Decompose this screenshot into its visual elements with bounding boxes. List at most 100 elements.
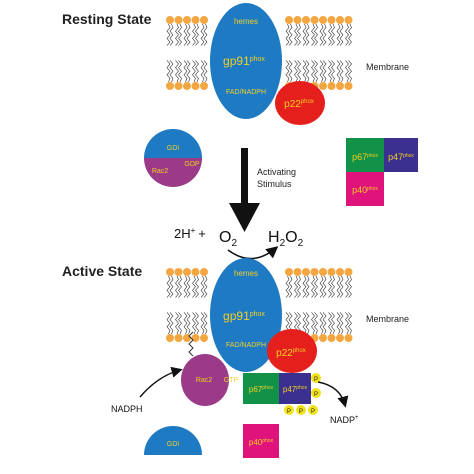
lipid-head	[174, 82, 183, 90]
active-p22-body	[267, 329, 317, 373]
lipid-tail	[166, 275, 171, 298]
active-membrane-label: Membrane	[366, 314, 409, 324]
lipid-head	[336, 82, 344, 90]
lipid-tail	[339, 23, 344, 46]
resting-gp91phox: hemes gp91phox FAD/NADPH	[210, 3, 282, 119]
lipid-tail	[175, 23, 179, 46]
reaction-hydrogen-peroxide: H2O2	[268, 229, 304, 249]
lipid-head	[344, 268, 353, 276]
lipid-tail	[203, 60, 208, 83]
phosphate-3	[284, 405, 294, 415]
lipid-tail	[183, 60, 188, 83]
lipid-tail	[331, 275, 335, 298]
lipid-tail	[348, 23, 352, 46]
lipid-tail	[200, 275, 205, 298]
lipid-tail	[345, 23, 349, 46]
lipid-head	[293, 268, 302, 276]
lipid-tail	[348, 312, 352, 335]
active-p47phox	[279, 373, 311, 404]
lipid-tail	[322, 60, 327, 83]
lipid-tail	[178, 60, 182, 83]
resting-p67-label: p67phox	[352, 152, 378, 162]
resting-p22phox: p22phox	[275, 81, 325, 125]
lipid-head	[302, 268, 310, 276]
resting-gp91-hemes-label: hemes	[234, 17, 258, 26]
lipid-head	[319, 268, 327, 276]
active-p22phox: p22phox	[267, 329, 317, 373]
lipid-tail	[285, 275, 290, 298]
lipid-tail	[319, 23, 324, 46]
active-p40-label: p40phox	[249, 438, 274, 447]
lipid-tail	[322, 275, 327, 298]
active-gp91-label: gp91phox	[223, 309, 265, 323]
lipid-tail	[345, 275, 349, 298]
lipid-tail	[328, 275, 332, 298]
resting-gp91-body	[210, 3, 282, 119]
active-rac2: Rac2 GTP	[181, 331, 239, 406]
lipid-head	[174, 268, 183, 276]
svg-text:P: P	[299, 409, 303, 415]
superoxide-reaction: 2H++ O2 H2O2	[174, 226, 304, 260]
active-gp91-body	[210, 258, 282, 372]
lipid-head	[327, 82, 336, 90]
active-gdi-released: GDI	[144, 426, 202, 455]
lipid-tail	[328, 312, 332, 335]
resting-p22-body	[275, 81, 325, 125]
lipid-tail	[305, 275, 310, 298]
lipid-head	[285, 16, 293, 24]
active-gdi-body	[144, 426, 202, 455]
active-p40-body	[243, 424, 279, 458]
lipid-tail	[311, 312, 315, 335]
lipid-tail	[294, 60, 298, 83]
lipid-tail	[195, 312, 199, 335]
activating-stimulus-line2: Stimulus	[257, 179, 292, 189]
lipid-tail	[331, 312, 335, 335]
lipid-head	[327, 268, 336, 276]
lipid-tail	[183, 312, 188, 335]
lipid-tail	[297, 23, 301, 46]
lipid-tail	[166, 23, 171, 46]
lipid-tail	[285, 23, 290, 46]
lipid-tail	[319, 60, 324, 83]
lipid-tail	[186, 312, 191, 335]
active-state-heading: Active State	[62, 263, 142, 279]
lipid-tail	[314, 60, 318, 83]
lipid-tail	[166, 60, 171, 83]
lipid-head	[166, 82, 174, 90]
lipid-head	[183, 268, 191, 276]
active-gp91-hemes-label: hemes	[234, 269, 258, 278]
lipid-head	[336, 268, 344, 276]
lipid-tail	[345, 60, 349, 83]
lipid-head	[200, 16, 208, 24]
lipid-tail	[305, 60, 310, 83]
lipid-tail	[192, 60, 196, 83]
lipid-head	[285, 268, 293, 276]
lipid-tail	[314, 275, 318, 298]
resting-cytosolic-factors: p67phox p47phox p40phox	[346, 138, 418, 206]
lipid-tail	[336, 312, 341, 335]
svg-text:P: P	[314, 377, 318, 383]
lipid-tail	[169, 312, 174, 335]
lipid-tail	[186, 275, 191, 298]
active-gp91-fad-label: FAD/NADPH	[226, 342, 266, 349]
reaction-oxygen: O2	[219, 229, 237, 249]
lipid-head	[336, 334, 344, 342]
lipid-head	[174, 16, 183, 24]
lipid-tail	[288, 23, 293, 46]
lipid-tail	[319, 275, 324, 298]
lipid-tail	[322, 23, 327, 46]
svg-text:P: P	[314, 392, 318, 398]
lipid-tail	[302, 275, 307, 298]
lipid-tail	[336, 60, 341, 83]
lipid-head	[319, 16, 327, 24]
active-p40phox: p40phox	[243, 424, 279, 458]
resting-gdi-rac2-complex: GDI Rac2 GDP	[144, 129, 202, 187]
active-cytosolic-complex: p67phox p47phox	[243, 373, 311, 404]
lipid-tail	[311, 60, 315, 83]
activating-arrow	[229, 148, 260, 232]
resting-p47-label: p47phox	[388, 152, 414, 162]
lipid-tail	[192, 312, 196, 335]
lipid-tail	[195, 60, 199, 83]
lipid-tail	[183, 23, 188, 46]
lipid-tail	[203, 23, 208, 46]
